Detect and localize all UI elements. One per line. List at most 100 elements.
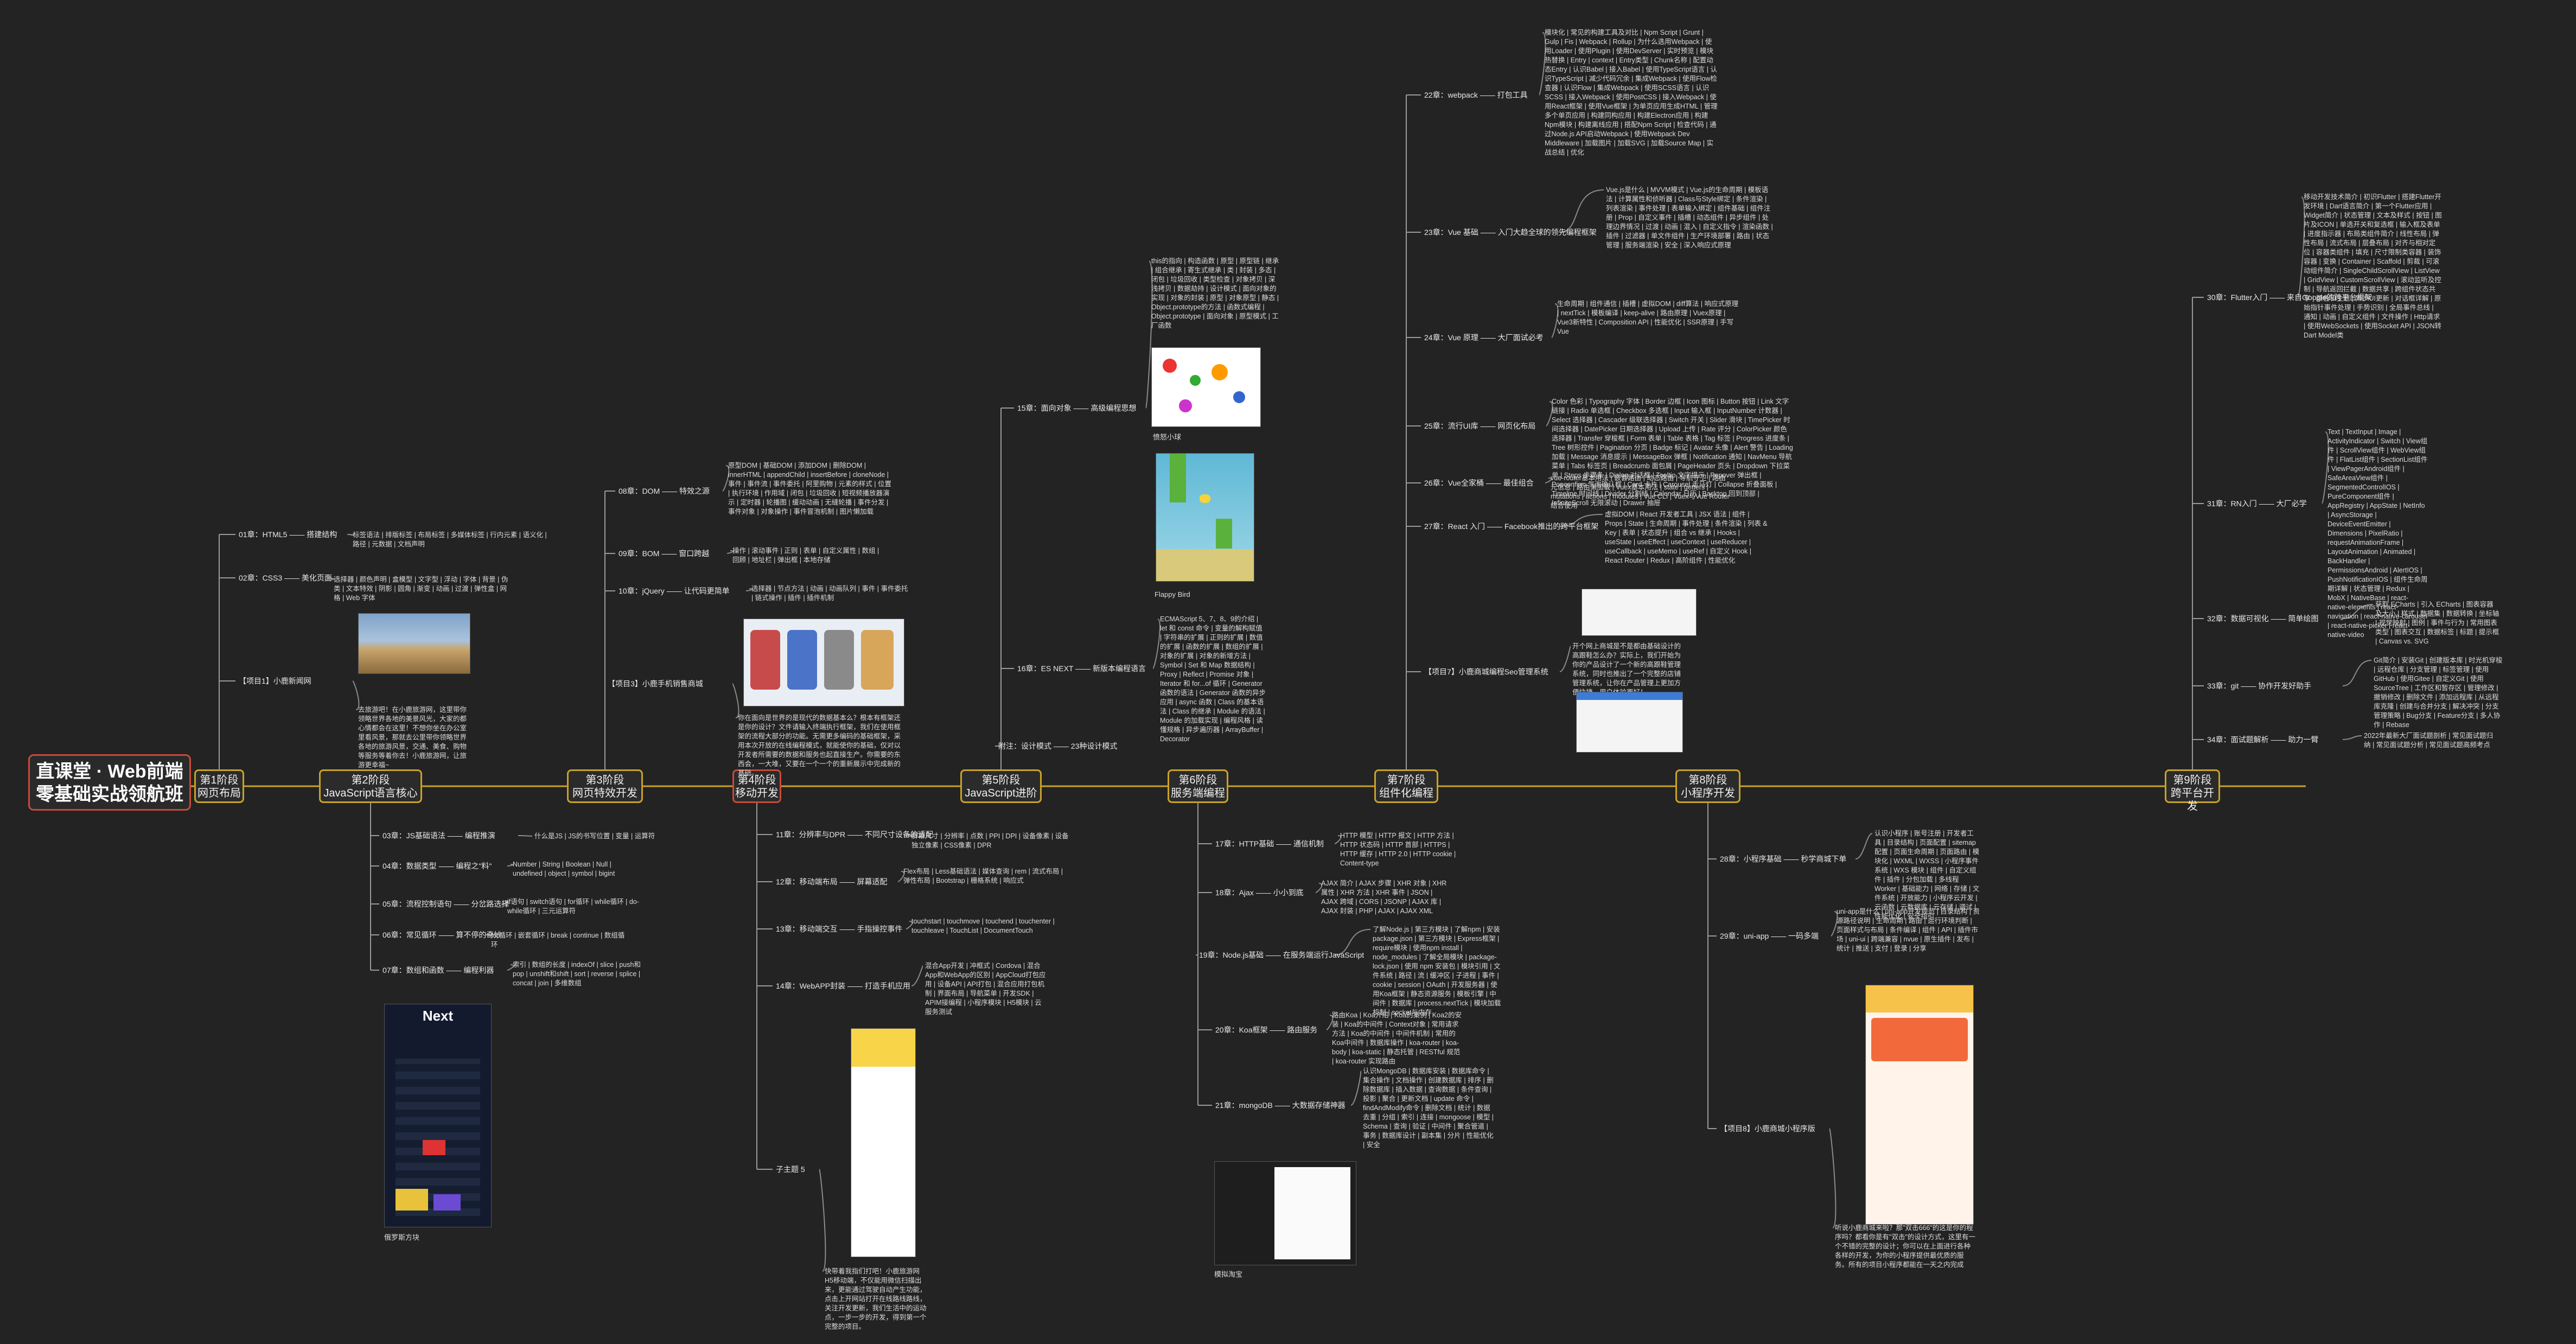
branch-node[interactable]: 19章：Node.js基础 —— 在服务端运行JavaScript xyxy=(1199,951,1364,959)
branch-webpack[interactable]: 22章：webpack —— 打包工具 xyxy=(1424,91,1528,99)
stage-title: 跨平台开发 xyxy=(2171,787,2214,812)
leaf-echarts: 获取 ECharts | 引入 ECharts | 图表容器及大小 | 样式 |… xyxy=(2375,601,2500,645)
branch-datatype[interactable]: 04章：数据类型 —— 编程之"料" xyxy=(382,862,492,870)
stage-node-s8[interactable]: 第8阶段小程序开发 xyxy=(1675,769,1740,803)
branch-html5[interactable]: 01章：HTML5 —— 搭建结构 xyxy=(239,530,337,539)
news-thumbnail xyxy=(358,613,470,674)
branch-echarts[interactable]: 32章：数据可视化 —— 简单绘图 xyxy=(2207,614,2319,623)
connector-curve xyxy=(1559,189,1604,233)
branch-ajax[interactable]: 18章：Ajax —— 小小到底 xyxy=(1215,888,1304,897)
leaf-rn: Text | TextInput | Image | ActivityIndic… xyxy=(2328,428,2428,639)
branch-design[interactable]: 附注：设计模式 —— 23种设计模式 xyxy=(998,742,1118,750)
branch-loop[interactable]: 06章：常见循环 —— 算不停的奇妙 xyxy=(382,931,502,939)
leaf-vuex: vue-router基本用法 | 嵌套路由 | 动态路由 | 导航守卫 | 路由… xyxy=(1551,474,1730,509)
admin-thumbnail-2 xyxy=(1576,692,1683,753)
branch-bom[interactable]: 09章：BOM —— 窗口跨越 xyxy=(619,549,710,558)
mobile-travel-thumbnail xyxy=(851,1028,916,1257)
branch-git[interactable]: 33章：git —— 协作开发好助手 xyxy=(2207,681,2312,690)
branch-flutter[interactable]: 30章：Flutter入门 —— 来自Google的跨平台框架 xyxy=(2207,293,2373,302)
tetris-thumbnail: Next xyxy=(384,1004,492,1227)
leaf-webpack: 模块化 | 常见的构建工具及对比 | Npm Script | Grunt | … xyxy=(1545,29,1718,156)
branch-dom[interactable]: 08章：DOM —— 特效之源 xyxy=(619,487,710,495)
connector-curve xyxy=(2342,660,2372,686)
code-editor-thumbnail xyxy=(1214,1161,1356,1265)
stage-node-s3[interactable]: 第3阶段网页特效开发 xyxy=(567,769,643,803)
branch-canvas15[interactable]: 15章：面向对象 —— 高级编程思想 xyxy=(1017,404,1137,412)
leaf-http: HTTP 模型 | HTTP 报文 | HTTP 方法 | HTTP 状态码 |… xyxy=(1340,832,1456,867)
branch-array[interactable]: 07章：数组和函数 —— 编程利器 xyxy=(382,966,494,974)
leaf-mongo: 认识MongoDB | 数据库安装 | 数据库命令 | 集合操作 | 文档操作 … xyxy=(1363,1067,1494,1149)
leaf-loop: for循环 | 嵌套循环 | break | continue | 数组循环 xyxy=(491,932,625,948)
branch-project7[interactable]: 【项目7】小鹿商城编程Seo管理系统 xyxy=(1424,667,1548,676)
leaf-mobile13: touchstart | touchmove | touchend | touc… xyxy=(911,918,1055,934)
branch-project8[interactable]: 【项目8】小鹿商城小程序版 xyxy=(1720,1124,1815,1133)
branch-mini28[interactable]: 28章：小程序基础 —— 秒学商城下单 xyxy=(1720,855,1847,863)
leaf-project7: 开个网上商城是不是都由基础设计的高跟鞋怎么办？实际上，我们开始为你的产品设计了一… xyxy=(1572,642,1681,696)
stage-title: 服务端编程 xyxy=(1171,787,1225,799)
branch-mobile14[interactable]: 14章：WebAPP封装 —— 打造手机应用 xyxy=(776,982,910,990)
branch-koa[interactable]: 20章：Koa框架 —— 路由服务 xyxy=(1215,1025,1318,1034)
branch-mongo[interactable]: 21章：mongoDB —— 大数据存储神器 xyxy=(1215,1101,1346,1110)
leaf-mini28: 认识小程序 | 账号注册 | 开发者工具 | 目录结构 | 页面配置 | sit… xyxy=(1874,830,1980,920)
root-node[interactable]: 直课堂 · Web前端 零基础实战领航班 xyxy=(28,754,191,811)
branch-http[interactable]: 17章：HTTP基础 —— 通信机制 xyxy=(1215,839,1324,848)
branch-project5[interactable]: 子主题 5 xyxy=(776,1165,805,1174)
leaf-mobile14: 混合App开发 | 冲框式 | Cordova | 混合App和WebApp的区… xyxy=(925,962,1046,1016)
branch-mobile12[interactable]: 12章：移动端布局 —— 屏幕适配 xyxy=(776,877,888,886)
flappy-thumbnail xyxy=(1156,453,1254,582)
connector-curve xyxy=(1855,833,1873,859)
leaf-js_intro: 什么是JS | JS的书写位置 | 变量 | 运算符 xyxy=(534,832,655,840)
branch-flow[interactable]: 05章：流程控制语句 —— 分岔路选择 xyxy=(382,900,509,908)
leaf-html5: 标签语法 | 排版标签 | 布局标签 | 多媒体标签 | 行内元素 | 语义化 … xyxy=(353,531,547,548)
branch-mobile11[interactable]: 11章：分辨率与DPR —— 不同尺寸设备的适配 xyxy=(776,830,933,839)
leaf-project5: 快带着我指们打吧！小鹿旅游网H5移动端，不仅能用微信扫描出来，更能通过驾驶自动产… xyxy=(825,1267,927,1330)
flappy-caption: Flappy Bird xyxy=(1155,590,1190,598)
branch-vuex[interactable]: 26章：Vue全家桶 —— 最佳组合 xyxy=(1424,479,1534,487)
stage-number: 第2阶段 xyxy=(351,774,390,786)
stage-node-s4[interactable]: 第4阶段移动开发 xyxy=(732,769,781,803)
connector-curve xyxy=(1559,646,1571,672)
leaf-mobile12: Flex布局 | Less基础语法 | 媒体查询 | rem | 流式布局 | … xyxy=(903,868,1063,884)
stage-node-s7[interactable]: 第7阶段组件化编程 xyxy=(1374,769,1438,803)
stage-number: 第4阶段 xyxy=(737,774,776,786)
stage-number: 第1阶段 xyxy=(200,774,239,786)
branch-vueadv[interactable]: 24章：Vue 原理 —— 大厂面试必考 xyxy=(1424,333,1544,342)
stage-node-s6[interactable]: 第6阶段服务端编程 xyxy=(1168,769,1228,803)
leaf-koa: 路由Koa | Koa介绍 | Koa的案例 | Koa2的安装 | Koa的中… xyxy=(1332,1011,1462,1065)
leaf-project8: 听说小鹿商城来啦？那"双击666"的这是你的程序吗？都看你是有"双击"的设计方式… xyxy=(1835,1224,1975,1269)
branch-project1[interactable]: 【项目1】小鹿新闻网 xyxy=(239,677,311,685)
connector-curve xyxy=(2342,735,2362,740)
branch-react[interactable]: 27章：React 入门 —— Facebook推出的跨平台框架 xyxy=(1424,522,1599,531)
leaf-datatype: Number | String | Boolean | Null | undef… xyxy=(513,861,615,877)
branch-jquery[interactable]: 10章：jQuery —— 让代码更简单 xyxy=(619,587,730,595)
branch-es16[interactable]: 16章：ES NEXT —— 新版本编程语言 xyxy=(1017,664,1146,673)
branch-uniapp[interactable]: 29章：uni-app —— 一码多端 xyxy=(1720,932,1819,940)
connector-curve xyxy=(819,1169,826,1272)
leaf-vueui: Color 色彩 | Typography 字体 | Border 边框 | I… xyxy=(1552,398,1793,507)
stage-title: 网页布局 xyxy=(197,787,241,799)
branch-css3[interactable]: 02章：CSS3 —— 美化页面 xyxy=(239,574,332,582)
leaf-dom: 原型DOM | 基础DOM | 添加DOM | 删除DOM | innerHTM… xyxy=(728,462,891,515)
leaf-node: 了解Node.js | 第三方模块 | 了解npm | 安装package.js… xyxy=(1373,926,1501,1016)
connector-curve xyxy=(911,965,923,986)
branch-rn[interactable]: 31章：RN入门 —— 大厂必学 xyxy=(2207,499,2307,508)
stage-number: 第6阶段 xyxy=(1178,774,1217,786)
tetris-next-label: Next xyxy=(422,1008,454,1024)
leaf-deploy: 2022年最新大厂面试题剖析 | 常见面试题归纳 | 常见面试题分析 | 常见面… xyxy=(2364,732,2494,749)
branch-js_intro[interactable]: 03章：JS基础语法 —— 编程推演 xyxy=(382,831,495,840)
branch-vuebase[interactable]: 23章：Vue 基础 —— 入门大趋全球的领先编程框架 xyxy=(1424,228,1597,237)
stage-title: 小程序开发 xyxy=(1681,787,1735,799)
branch-vueui[interactable]: 25章：流行UI库 —— 网页化布局 xyxy=(1424,422,1536,430)
branch-project3[interactable]: 【项目3】小鹿手机销售商城 xyxy=(608,679,703,688)
branch-mobile13[interactable]: 13章：移动端交互 —— 手指操控事件 xyxy=(776,925,903,933)
leaf-uniapp: uni-app是什么 | uni-app开发规范 | 目录结构 | 资源路径说明… xyxy=(1837,908,1980,952)
branch-deploy[interactable]: 34章：面试题解析 —— 助力一臂 xyxy=(2207,735,2319,744)
stage-node-s9[interactable]: 第9阶段跨平台开发 xyxy=(2165,769,2220,812)
connector-curve xyxy=(1350,1071,1362,1106)
stage-title: JavaScript语言核心 xyxy=(323,787,418,799)
stage-number: 第9阶段 xyxy=(2173,774,2212,786)
stage-node-s1[interactable]: 第1阶段网页布局 xyxy=(194,769,244,803)
